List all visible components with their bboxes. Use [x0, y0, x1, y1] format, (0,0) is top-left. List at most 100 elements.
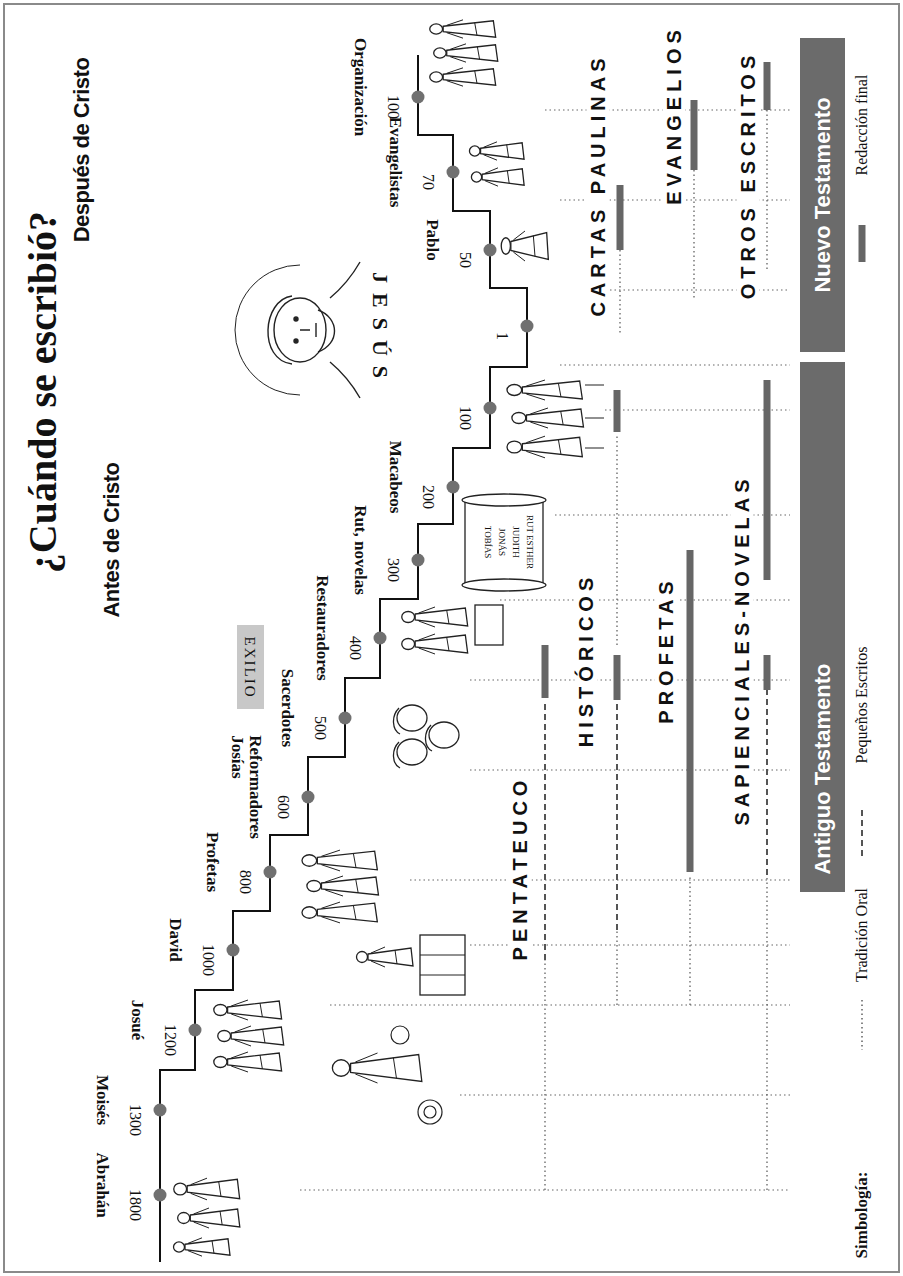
timeline-label: Abrahán [92, 1152, 112, 1217]
label-wrap: Josué [127, 1000, 147, 1041]
label-wrap: Sacerdotes [277, 669, 297, 747]
legend-text: Tradición Oral [853, 888, 871, 982]
year-number: 100 [384, 95, 402, 119]
label-wrap: David [165, 918, 185, 961]
legend-text: Pequeños Escritos [853, 647, 871, 764]
label-wrap: Evangelistas [385, 117, 405, 208]
timeline-label: David [165, 918, 185, 961]
timeline-label: Macabeos [385, 441, 405, 514]
label-wrap: 1 [493, 332, 511, 340]
category-label: OTROS ESCRITOS [737, 48, 760, 303]
era-heading: Después de Cristo [69, 58, 95, 243]
label-wrap: 1200 [161, 1024, 179, 1056]
category-label: EVANGELIOS [663, 22, 686, 208]
era-heading: Antes de Cristo [99, 462, 125, 617]
year-number: 50 [456, 252, 474, 268]
label-wrap: Profetas [202, 832, 222, 892]
timeline-label: Restauradores [312, 575, 332, 680]
category-label: SAPIENCIALES-NOVELAS [731, 471, 754, 828]
legend-heading: Simbología: [852, 1172, 872, 1259]
legend-sample [861, 1000, 862, 1050]
category-label: CARTAS PAULINAS [587, 50, 610, 319]
year-number: 1000 [199, 944, 217, 976]
timeline-label: Moisés [92, 1075, 112, 1125]
year-number: 100 [456, 406, 474, 430]
label-wrap: 500 [311, 716, 329, 740]
legend-wrap: Pequeños Escritos [853, 647, 871, 764]
category-label: PROFETAS [655, 573, 678, 726]
label-wrap: 50 [456, 252, 474, 268]
label-wrap: Organización [350, 38, 370, 136]
label-wrap: JESÚS [367, 272, 393, 388]
label-wrap: Abrahán [92, 1152, 112, 1217]
year-number: 1800 [126, 1189, 144, 1221]
label-wrap: 800 [236, 870, 254, 894]
node-text: Antiguo Testamento [810, 663, 836, 874]
label-wrap: SAPIENCIALES-NOVELAS [731, 471, 754, 828]
label-wrap: 70 [419, 174, 437, 190]
year-number: 200 [419, 485, 437, 509]
exile-box: EXILIO [237, 625, 264, 709]
label-wrap: OTROS ESCRITOS [737, 48, 760, 303]
scroll-text: JONÁS [497, 528, 507, 556]
label-wrap: TOBÍAS [483, 526, 493, 558]
label-wrap: PENTATEUCO [509, 773, 532, 964]
label-wrap: 1300 [126, 1104, 144, 1136]
jesus-portrait [235, 262, 360, 398]
timeline-label: Evangelistas [385, 117, 405, 208]
label-wrap: JONÁS [497, 528, 507, 556]
label-wrap: 400 [346, 636, 364, 660]
testament-band: Nuevo Testamento [800, 38, 845, 352]
label-wrap: 1000 [199, 944, 217, 976]
oral-tradition-lines [545, 110, 767, 1190]
timeline-label: Rut, novelas [350, 505, 370, 595]
label-wrap: Restauradores [312, 575, 332, 680]
year-number: 600 [274, 795, 292, 819]
page-frame [4, 4, 899, 1272]
legend-wrap: Redacción final [853, 75, 871, 176]
label-wrap: 1800 [126, 1189, 144, 1221]
label-wrap: RUT ESTHER [525, 515, 535, 569]
label-wrap: EVANGELIOS [663, 22, 686, 208]
timeline-staircase [160, 55, 527, 1262]
timeline-label: Profetas [202, 832, 222, 892]
label-wrap: PROFETAS [655, 573, 678, 726]
timeline-label: Josué [127, 1000, 147, 1041]
label-wrap: 200 [419, 485, 437, 509]
legend-wrap: Tradición Oral [853, 888, 871, 982]
label-wrap: 100 [384, 95, 402, 119]
year-number: 400 [346, 636, 364, 660]
label-wrap: Rut, novelas [350, 505, 370, 595]
label-wrap: CARTAS PAULINAS [587, 50, 610, 319]
label-wrap: Reformadores Josías [228, 735, 264, 839]
node-text: EXILIO [242, 636, 259, 698]
legend-sample [861, 810, 863, 860]
node-text: Nuevo Testamento [810, 97, 836, 292]
year-number: 1300 [126, 1104, 144, 1136]
legend-sample [859, 225, 866, 262]
label-wrap: JUDITH [511, 526, 521, 558]
scroll-text: JUDITH [511, 526, 521, 558]
timeline-label: Organización [350, 38, 370, 136]
testament-band: Antiguo Testamento [800, 362, 845, 892]
title-wrap: ¿Cuándo se escribió? [19, 211, 66, 573]
label-wrap: Antes de Cristo [99, 462, 125, 617]
final-redaction-bars [545, 62, 767, 872]
category-label: HISTÓRICOS [575, 570, 598, 750]
year-number: 1200 [161, 1024, 179, 1056]
year-number: 1 [493, 332, 511, 340]
year-number: 70 [419, 174, 437, 190]
label-wrap: Pablo [422, 219, 442, 261]
timeline-label: Pablo [422, 219, 442, 261]
scroll-text: RUT ESTHER [525, 515, 535, 569]
scroll-text: TOBÍAS [483, 526, 493, 558]
timeline-label: Reformadores Josías [228, 735, 264, 839]
label-wrap: Después de Cristo [69, 58, 95, 243]
timeline-dots [154, 91, 534, 1202]
timeline-label: Sacerdotes [277, 669, 297, 747]
label-wrap: 100 [456, 406, 474, 430]
year-number: 800 [236, 870, 254, 894]
label-wrap: Simbología: [852, 1172, 872, 1259]
